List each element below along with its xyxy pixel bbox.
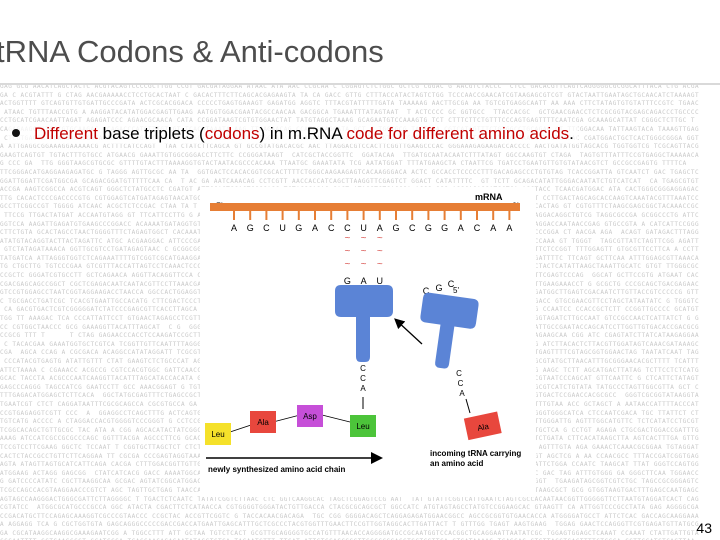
mrna-base: U [279,223,286,233]
pairing-mark: ~ [377,259,383,270]
pairing-mark: ~ [377,233,383,244]
mrna-base: C [263,223,270,233]
incoming-amino-acid-label: Ala [476,422,490,433]
chain-bond-3 [321,414,351,423]
pairing-mark: ~ [361,259,367,270]
amino-acid-label: Leu [211,430,224,439]
mrna-base: A [377,223,383,233]
bullet-text-part-6: . [569,124,574,143]
mrna-base: C [409,223,416,233]
pairing-mark: ~ [377,246,383,257]
mrna-base: A [231,223,237,233]
bullet-text-part-5: code for different amino acids [346,124,570,143]
amino-acid-box [350,415,376,437]
mrna-base: G [392,223,399,233]
chain-caption: newly synthesized amino acid chain [208,465,345,474]
amino-acid-label: Ala [257,418,269,427]
mrna-base-ticks [233,211,511,220]
incoming-anticodon-base: C [423,286,430,296]
incoming-caption-line-1: incoming tRNA carrying [430,449,521,458]
pairing-mark: ~ [344,259,350,270]
incoming-trna-tail-line [465,398,471,414]
mrna-base: G [441,223,448,233]
incoming-caption-line-2: an amino acid [430,459,483,468]
amino-acid-box [250,411,276,433]
mrna-base: A [506,223,512,233]
pairing-mark: ~ [344,233,350,244]
incoming-anticodon-base: G [435,283,442,293]
amino-acid-box [205,423,231,445]
incoming-trna-tail-cca: CCA [456,369,465,398]
bullet-text-part-1: Different [34,124,98,143]
incoming-anticodon-five-prime: 5' [453,286,459,295]
mrna-base: U [360,223,367,233]
mrna-base: G [247,223,254,233]
pairing-mark: ~ [361,233,367,244]
mrna-base: G [425,223,432,233]
mrna-base: A [312,223,318,233]
slide-title: tRNA Codons & Anti-codons [0,34,384,69]
chain-bond-2 [272,414,301,423]
mrna-base: C [328,223,335,233]
bound-anticodon-base: U [377,276,384,286]
bound-tail-base: A [360,384,366,393]
bullet-item: Different base triplets (codons) in m.RN… [8,124,578,144]
bound-trna-shape [335,285,393,362]
incoming-anticodon-base: C [448,279,455,289]
mrna-strand [210,203,520,211]
amino-acid-label: Asp [303,412,317,421]
incoming-tail-base: C [456,369,462,378]
mrna-base: C [344,223,351,233]
mrna-base: C [474,223,481,233]
incoming-trna-shape [420,292,479,369]
bullet-text-part-3: codons [204,124,260,143]
incoming-direction-arrow [394,318,423,345]
bound-tail-base: C [360,364,366,373]
bullet-text-part-2: base triplets ( [97,124,205,143]
bound-anticodon-base: A [361,276,367,286]
mrna-base: A [458,223,464,233]
slide-number: 43 [696,520,712,536]
incoming-tail-base: C [458,379,464,388]
title-divider [0,83,720,85]
codon-pairing-marks: ~ ~ ~ ~ ~ ~ ~ ~ ~ [344,233,382,270]
pairing-mark: ~ [361,246,367,257]
mrna-base: A [490,223,496,233]
amino-acid-label: Leu [356,422,369,431]
mrna-base: G [295,223,302,233]
bound-trna-tail-cca: CCA [360,364,366,393]
bullet-dot-icon [12,128,20,137]
incoming-tail-base: A [459,389,465,398]
mrna-label: mRNA [475,192,503,202]
bullet-text-part-4: ) in m.RNA [259,124,347,143]
incoming-amino-acid-box [463,411,502,441]
bound-anticodon-base: G [344,276,351,286]
bound-tail-base: C [360,374,366,383]
pairing-mark: ~ [344,246,350,257]
amino-acid-box [297,405,323,427]
